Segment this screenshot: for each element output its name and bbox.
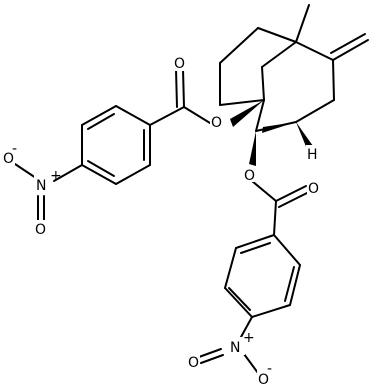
ring-bond-alkene-ch2 (332, 59, 335, 101)
nitro-oxygen-left-double: O (35, 222, 46, 238)
ring-bond-chain-1 (219, 27, 259, 64)
ester-oxygen-lower: O (244, 168, 255, 184)
ring-bond-bridge-bh (261, 66, 265, 101)
methyl-bond (295, 4, 310, 43)
nitro-oxygen-bottom-charge: - (267, 361, 272, 377)
nitro-nitrogen-bottom-charge: + (243, 330, 255, 346)
upper-nitro-bonds (14, 163, 83, 221)
bridgehead-hydrogen: H (307, 147, 318, 163)
carbonyl-oxygen-upper: O (174, 56, 185, 72)
nitro-nitrogen-left: N (36, 178, 46, 194)
nitro-oxygen-bottom-double: O (188, 355, 199, 371)
methylene-bond-b (330, 33, 366, 54)
ester-oxygen-upper: O (211, 115, 222, 131)
ring-bond-chain-3 (219, 99, 265, 106)
upper-benzene-ring (81, 105, 151, 185)
bicyclic-core-bonds (219, 4, 369, 132)
methylene-bond-a (332, 39, 369, 61)
carbonyl-oxygen-lower: O (308, 181, 319, 197)
nitro-nitrogen-left-charge: + (50, 168, 62, 184)
ring-bond-q-alkene (295, 41, 334, 61)
wedge-bond-bridgehead-o (230, 100, 264, 127)
wedge-bond-bridgehead-h (296, 122, 313, 149)
upper-ester-bonds (149, 68, 211, 126)
atom-labels: O O O O H N + O - O N + O - O (2, 55, 320, 388)
wedge-bond-bh2-ch2 (262, 122, 296, 133)
ring-bond-ch2-bridgehead (295, 99, 335, 123)
ring-bond-q-chain (257, 27, 297, 43)
nitro-oxygen-left-single: O (3, 151, 14, 167)
nitro-oxygen-left-charge: - (12, 141, 17, 157)
lower-benzene-ring (224, 234, 301, 318)
wedge-bond-ccho-o (249, 131, 256, 166)
lower-nitro-bonds (198, 316, 259, 374)
ring-bond-q-bridge (261, 41, 297, 68)
lower-ester-bonds (251, 180, 310, 236)
nitro-nitrogen-bottom: N (230, 340, 240, 356)
nitro-oxygen-bottom-single: O (258, 372, 269, 388)
ring-bond-bh-ccho (255, 99, 265, 132)
